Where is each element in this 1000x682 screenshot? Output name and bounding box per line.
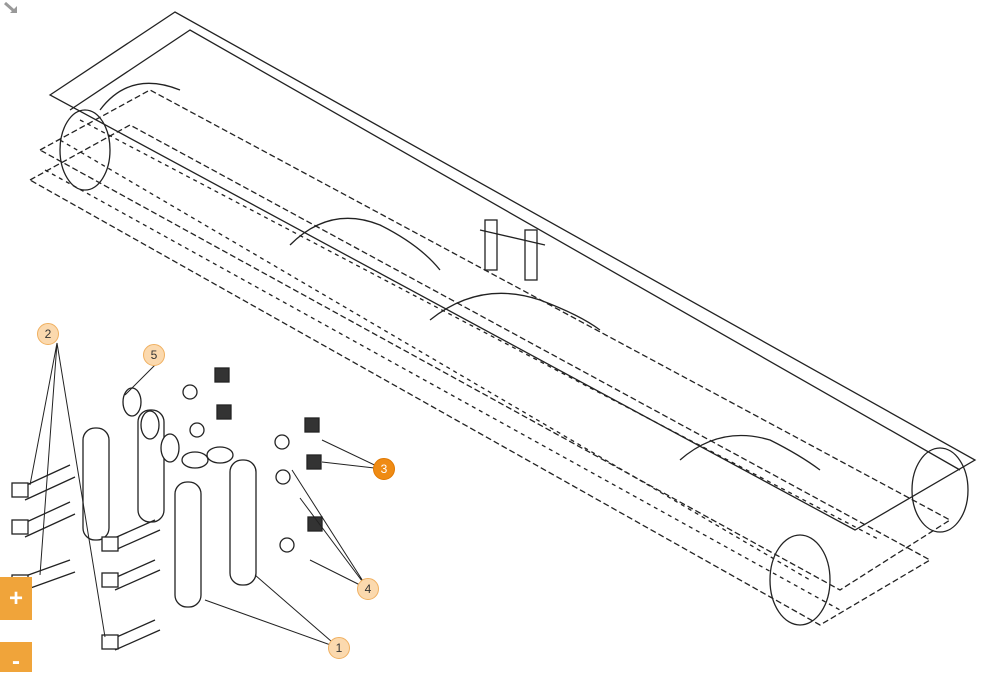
callout-5[interactable]: 5 bbox=[143, 344, 165, 366]
nuts-washers bbox=[182, 367, 323, 553]
callout-3[interactable]: 3 bbox=[373, 458, 395, 480]
zoom-in-button[interactable]: + bbox=[0, 577, 32, 620]
arrow-down-right-icon[interactable] bbox=[4, 2, 20, 16]
callout-1[interactable]: 1 bbox=[328, 637, 350, 659]
callout-2[interactable]: 2 bbox=[37, 323, 59, 345]
roller-assembly bbox=[28, 11, 977, 626]
hitch-exploded-view bbox=[11, 367, 323, 651]
parts-diagram bbox=[11, 11, 977, 651]
zoom-out-button[interactable]: - bbox=[0, 642, 32, 675]
callout-4[interactable]: 4 bbox=[357, 578, 379, 600]
chain bbox=[122, 387, 234, 469]
